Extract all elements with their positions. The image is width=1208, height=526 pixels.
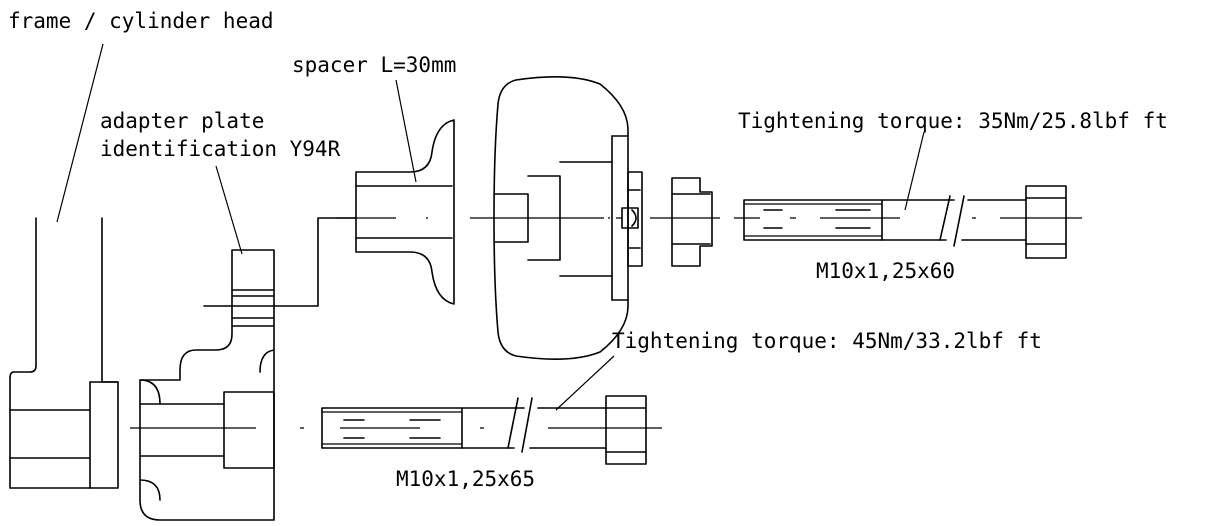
spacer-label: spacer L=30mm	[292, 53, 456, 77]
lower-bolt	[321, 395, 647, 465]
spacer-leader-line	[395, 79, 417, 183]
upper-torque-leader-line	[904, 131, 925, 211]
lower-bolt-label: M10x1,25x65	[396, 467, 535, 491]
adapter-identification-label: identification Y94R	[100, 137, 341, 161]
spacer	[355, 119, 455, 305]
frame-cylinder-head	[9, 217, 119, 489]
lower-torque-label: Tightening torque: 45Nm/33.2lbf ft	[612, 329, 1042, 353]
upper-bolt	[743, 185, 1067, 259]
adapter-plate-label: adapter plate	[100, 109, 264, 133]
adapter-plate-leader-line	[215, 165, 243, 255]
lower-torque-leader-line	[555, 355, 615, 411]
adapter-plate	[139, 249, 275, 521]
hub-nut	[671, 177, 713, 267]
connection-line	[203, 217, 357, 307]
upper-torque-label: Tightening torque: 35Nm/25.8lbf ft	[738, 109, 1168, 133]
frame-label: frame / cylinder head	[8, 9, 274, 33]
upper-bolt-label: M10x1,25x60	[816, 259, 955, 283]
frame-leader-line	[56, 43, 104, 223]
